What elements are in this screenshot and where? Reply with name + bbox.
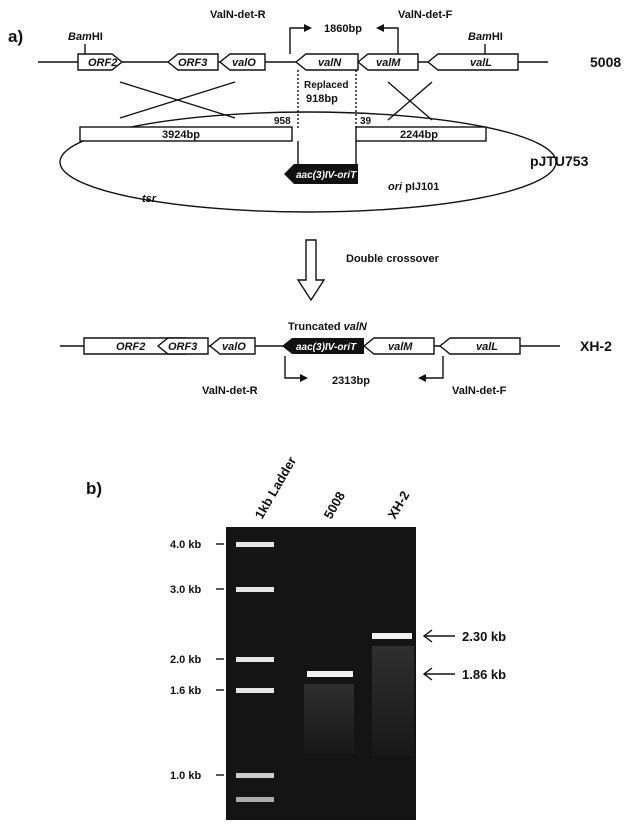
smear-xh2 <box>372 646 414 756</box>
cassette-aac-orit-mut: aac(3)IV-oriT <box>282 338 364 354</box>
primer-r-label-wt: ValN-det-R <box>210 9 266 21</box>
gene-valO-wt: valO <box>218 53 266 71</box>
tsr-label: tsr <box>142 193 157 205</box>
svg-text:valM: valM <box>388 341 413 353</box>
primer-r-arrow-mut <box>284 356 300 379</box>
smear-5008 <box>304 684 354 754</box>
plasmid-label: pJTU753 <box>530 153 589 169</box>
replaced-label: Replaced <box>304 80 348 91</box>
ladder-mark-1kb: 1.0 kb <box>170 770 201 782</box>
svg-text:valO: valO <box>232 57 256 69</box>
double-crossover-arrow <box>296 239 326 302</box>
svg-text:valO: valO <box>222 341 246 353</box>
gene-valM-mut: valM <box>362 337 435 355</box>
crossover-right <box>387 81 433 121</box>
arm-right-size: 2244bp <box>400 129 438 141</box>
primer-f-label-mut: ValN-det-F <box>452 385 507 397</box>
junction-pos-right: 39 <box>360 116 372 127</box>
svg-text:aac(3)IV-oriT: aac(3)IV-oriT <box>296 170 357 181</box>
band-xh2-2-30kb <box>372 633 412 639</box>
ladder-band-2kb <box>236 657 274 662</box>
ladder-band-1-6kb <box>236 688 274 693</box>
panel-b-label: b) <box>86 479 102 498</box>
svg-text:ORF3: ORF3 <box>178 57 207 69</box>
strain-5008-label: 5008 <box>590 54 621 70</box>
ladder-mark-2kb: 2.0 kb <box>170 654 201 666</box>
junction-pos-left: 958 <box>274 116 291 127</box>
primer-f-label-wt: ValN-det-F <box>398 9 453 21</box>
band-label-1-86kb: 1.86 kb <box>462 667 506 682</box>
band-label-2-30kb: 2.30 kb <box>462 629 506 644</box>
ladder-band-1kb <box>236 773 274 778</box>
svg-text:ORF2: ORF2 <box>116 341 145 353</box>
ladder-band-3kb <box>236 587 274 592</box>
lane-label-xh2: XH-2 <box>385 488 413 521</box>
crossover-left <box>119 81 236 119</box>
gene-orf3-wt: ORF3 <box>166 53 219 71</box>
homology-arm-right <box>355 126 487 142</box>
svg-text:ORF3: ORF3 <box>168 341 197 353</box>
homology-arm-left <box>79 126 293 142</box>
svg-text:aac(3)IV-oriT: aac(3)IV-oriT <box>296 342 357 353</box>
truncated-valn-label: Truncated valN <box>288 321 368 333</box>
band-5008-1-86kb <box>307 671 353 677</box>
bamhi-site-left: BamHI <box>68 31 103 43</box>
svg-text:valN: valN <box>318 57 342 69</box>
primer-r-arrow-wt <box>289 27 304 54</box>
gene-valO-mut: valO <box>208 337 256 355</box>
cassette-aac-orit: aac(3)IV-oriT <box>284 164 358 184</box>
gene-valL-wt: valL <box>426 53 519 71</box>
lane-label-ladder: 1kb Ladder <box>252 454 300 522</box>
gene-valN-wt: valN <box>294 53 359 71</box>
bamhi-site-right: BamHI <box>468 31 503 43</box>
gene-orf2-wt: ORF2 <box>77 53 124 71</box>
gene-valM-wt: valM <box>356 53 419 71</box>
primer-f-arrow-mut <box>426 356 444 379</box>
mutant-amplicon-size: 2313bp <box>332 375 370 387</box>
primer-f-arrow-wt <box>384 27 399 54</box>
replaced-size: 918bp <box>306 93 338 105</box>
mutant-label: XH-2 <box>580 338 612 354</box>
arrow-band-2-30kb <box>422 629 455 643</box>
panel-a-label: a) <box>8 27 23 46</box>
ladder-mark-4kb: 4.0 kb <box>170 539 201 551</box>
arm-left-size: 3924bp <box>162 129 200 141</box>
ladder-mark-3kb: 3.0 kb <box>170 584 201 596</box>
svg-text:valM: valM <box>376 57 401 69</box>
wt-amplicon-size: 1860bp <box>324 23 362 35</box>
gene-valL-mut: valL <box>438 337 521 355</box>
svg-text:ORF2: ORF2 <box>88 57 117 69</box>
arrow-band-1-86kb <box>422 667 455 681</box>
lane-label-5008: 5008 <box>321 489 348 522</box>
ladder-mark-1-6kb: 1.6 kb <box>170 685 201 697</box>
svg-text:valL: valL <box>476 341 498 353</box>
primer-r-label-mut: ValN-det-R <box>202 385 258 397</box>
ladder-band-low <box>236 797 274 802</box>
ori-label: ori pIJ101 <box>388 181 439 193</box>
double-crossover-label: Double crossover <box>346 253 440 265</box>
svg-text:valL: valL <box>470 57 492 69</box>
ladder-band-4kb <box>236 542 274 547</box>
gene-orf3-mut: ORF3 <box>156 337 209 355</box>
plasmid-circle <box>59 111 557 213</box>
